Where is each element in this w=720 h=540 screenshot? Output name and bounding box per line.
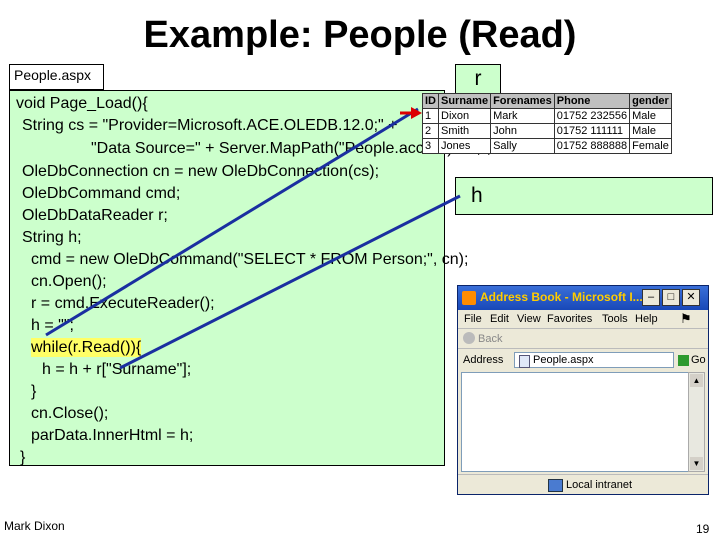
- code-line: OleDbDataReader r;: [22, 207, 168, 224]
- browser-title: Address Book - Microsoft I...: [480, 290, 643, 304]
- code-line: h = "";: [31, 317, 74, 334]
- menu-tools[interactable]: Tools: [602, 313, 628, 325]
- table-cell: Female: [629, 138, 672, 154]
- code-line: OleDbConnection cn = new OleDbConnection…: [22, 163, 380, 180]
- code-line: h = h + r["Surname"];: [42, 361, 192, 378]
- page-number: 19: [696, 522, 710, 536]
- status-bar: Local intranet: [458, 474, 708, 495]
- back-arrow-icon[interactable]: [463, 332, 475, 344]
- code-line: }: [20, 449, 26, 466]
- code-line: cmd = new OleDbCommand("SELECT * FROM Pe…: [31, 251, 469, 268]
- table-cell: 1: [422, 108, 439, 124]
- security-zone-label: Local intranet: [566, 479, 633, 491]
- table-cell: 01752 232556: [553, 108, 631, 124]
- table-cell: 3: [422, 138, 439, 154]
- address-value: People.aspx: [533, 354, 594, 366]
- close-icon[interactable]: ✕: [682, 289, 700, 306]
- table-cell: John: [490, 123, 555, 139]
- html-variable-box: h: [455, 177, 713, 215]
- ie-page-icon: [462, 291, 476, 305]
- browser-toolbar: Back: [458, 328, 708, 349]
- browser-window: Address Book - Microsoft I... – □ ✕ File…: [457, 285, 709, 495]
- menu-help[interactable]: Help: [635, 313, 658, 325]
- table-cell: Male: [629, 123, 672, 139]
- address-label: Address: [463, 354, 504, 366]
- browser-menu-bar: File Edit View Favorites Tools Help ⚑: [458, 310, 708, 328]
- code-line: r = cmd.ExecuteReader();: [31, 295, 215, 312]
- code-line: }: [31, 383, 37, 400]
- slide-title: Example: People (Read): [143, 14, 577, 56]
- maximize-icon[interactable]: □: [662, 289, 680, 306]
- table-cell: 01752 111111: [553, 123, 631, 139]
- code-line: cn.Close();: [31, 405, 109, 422]
- author-label: Mark Dixon: [4, 519, 65, 533]
- table-row: 2 Smith John 01752 111111 Male: [422, 123, 672, 139]
- column-header: Phone: [553, 93, 631, 109]
- page-icon: [519, 355, 530, 368]
- code-line: cn.Open();: [31, 273, 107, 290]
- intranet-zone-icon: [548, 479, 563, 492]
- table-cell: Jones: [437, 138, 492, 154]
- browser-content-area: [461, 372, 690, 472]
- table-row: 1 Dixon Mark 01752 232556 Male: [422, 108, 672, 124]
- table-cell: Dixon: [437, 108, 492, 124]
- code-line: String h;: [22, 229, 82, 246]
- column-header: Forenames: [490, 93, 555, 109]
- table-cell: Male: [629, 108, 672, 124]
- column-header: Surname: [437, 93, 492, 109]
- go-button[interactable]: Go: [691, 354, 706, 366]
- person-table: ID Surname Forenames Phone gender 1 Dixo…: [422, 93, 672, 154]
- table-cell: 01752 888888: [553, 138, 631, 154]
- table-cell: Smith: [437, 123, 492, 139]
- scroll-down-icon[interactable]: ▼: [690, 457, 703, 470]
- code-line: OleDbCommand cmd;: [22, 185, 181, 202]
- address-input[interactable]: People.aspx: [514, 352, 674, 368]
- browser-title-bar[interactable]: Address Book - Microsoft I... – □ ✕: [458, 286, 708, 310]
- table-cell: 2: [422, 123, 439, 139]
- table-row: 3 Jones Sally 01752 888888 Female: [422, 138, 672, 154]
- vertical-scrollbar[interactable]: ▲ ▼: [688, 372, 705, 472]
- column-header: gender: [629, 93, 672, 109]
- reader-variable-box: r: [455, 64, 501, 94]
- menu-favorites[interactable]: Favorites: [547, 313, 593, 325]
- file-name-label: People.aspx: [9, 64, 104, 90]
- scroll-up-icon[interactable]: ▲: [690, 374, 703, 387]
- menu-edit[interactable]: Edit: [490, 313, 509, 325]
- go-arrow-icon[interactable]: [678, 355, 689, 366]
- table-header-row: ID Surname Forenames Phone gender: [422, 93, 672, 109]
- minimize-icon[interactable]: –: [642, 289, 660, 306]
- code-line: parData.InnerHtml = h;: [31, 427, 194, 444]
- code-line: String cs = "Provider=Microsoft.ACE.OLED…: [22, 117, 398, 134]
- table-cell: Sally: [490, 138, 555, 154]
- back-button[interactable]: Back: [478, 333, 503, 345]
- windows-flag-icon: ⚑: [680, 311, 692, 326]
- column-header: ID: [422, 93, 439, 109]
- menu-file[interactable]: File: [464, 313, 482, 325]
- table-cell: Mark: [490, 108, 555, 124]
- code-line: void Page_Load(){: [16, 95, 148, 112]
- address-bar: Address People.aspx Go: [458, 348, 708, 371]
- code-line-highlighted: while(r.Read()){: [31, 338, 142, 357]
- menu-view[interactable]: View: [517, 313, 541, 325]
